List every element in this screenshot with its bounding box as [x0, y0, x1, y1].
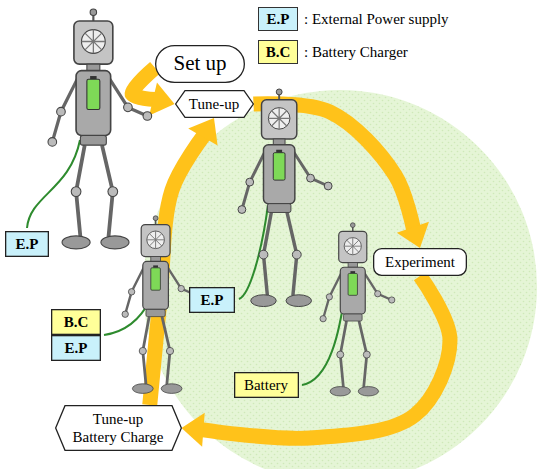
box-outline: [52, 336, 101, 361]
node-text: B.C: [64, 313, 89, 331]
node-text-group: Tune-up: [189, 95, 239, 113]
arrow-head: [149, 82, 174, 115]
legend-row: E.P : External Power supply: [258, 6, 449, 32]
box-outline: [52, 310, 101, 335]
stage-label: Tune-up Battery Charge: [55, 405, 182, 451]
robot-figure: [238, 89, 332, 307]
arrow-head: [397, 222, 429, 248]
legend-swatch: E.P: [258, 7, 298, 31]
node-text-group: E.P: [65, 339, 88, 357]
power-cable: [302, 292, 345, 385]
arrow-head: [182, 413, 205, 447]
robot-figure: [122, 216, 199, 394]
pill-outline: [156, 46, 245, 83]
cycle-disc: [143, 90, 537, 469]
box-outline: [234, 373, 298, 398]
battery-tag: Battery: [234, 372, 299, 398]
node-text: E.P: [65, 339, 88, 357]
legend-abbreviation: E.P: [267, 11, 290, 28]
power-tag: E.P: [5, 231, 49, 257]
power-tag: E.P: [189, 287, 235, 313]
node-text: E.P: [16, 235, 39, 253]
power-tag: E.P: [51, 335, 101, 361]
arrow-shaft: [201, 276, 450, 438]
node-text-group: B.C: [64, 313, 89, 331]
arrow-head: [188, 118, 217, 146]
node-text-group: Experiment: [385, 253, 455, 271]
legend-swatch: B.C: [258, 40, 298, 64]
node-text-group: Tune-up Battery Charge: [71, 410, 166, 446]
box-outline: [6, 232, 49, 257]
robot-figure: [48, 9, 152, 249]
legend-row: B.C : Battery Charger: [258, 39, 449, 65]
node-text: Battery: [244, 376, 288, 394]
box-outline: [190, 288, 235, 313]
stage-label: Set up: [155, 45, 245, 83]
hexagon-outline: [55, 406, 181, 451]
node-text-group: E.P: [201, 291, 224, 309]
node-text: Tune-up Battery Charge: [71, 410, 166, 446]
cycle-arrow: [182, 276, 451, 447]
node-text-group: Battery: [244, 376, 288, 394]
node-text: Experiment: [385, 253, 455, 271]
box-outline: [374, 249, 467, 276]
node-text: E.P: [201, 291, 224, 309]
node-text: Set up: [173, 51, 226, 76]
arrow-shaft: [132, 68, 155, 100]
power-cable: [27, 140, 80, 228]
legend-abbreviation: B.C: [266, 44, 291, 61]
legend: E.P : External Power supplyB.C : Battery C…: [258, 6, 449, 72]
node-text-group: Set up: [173, 51, 226, 76]
stage-label: Tune-up: [175, 90, 254, 118]
stage-label: Experiment: [373, 248, 467, 276]
hexagon-outline: [175, 91, 253, 118]
node-text: Tune-up: [189, 95, 239, 113]
node-text-group: E.P: [16, 235, 39, 253]
legend-text: : Battery Charger: [304, 44, 408, 61]
charger-tag: B.C: [51, 309, 101, 335]
legend-text: : External Power supply: [304, 11, 449, 28]
